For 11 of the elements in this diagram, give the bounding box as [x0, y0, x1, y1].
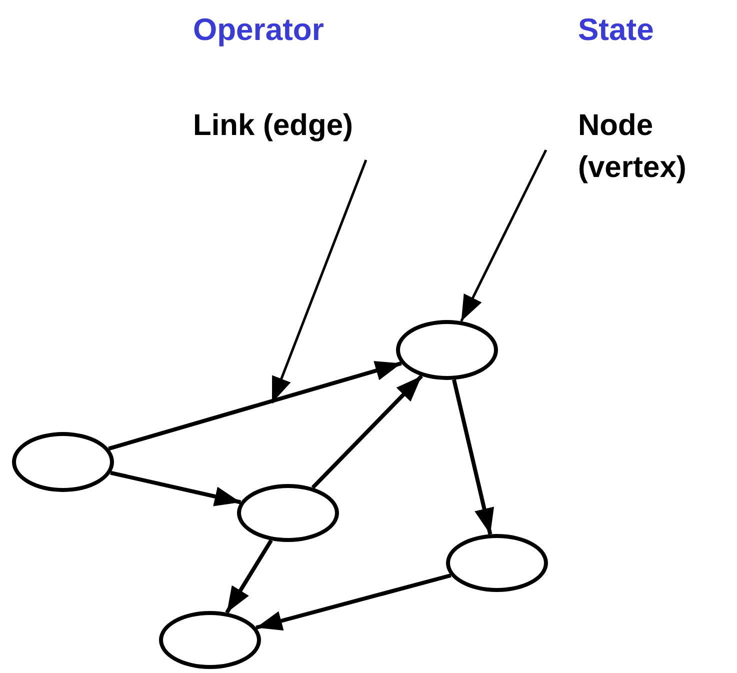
- heading-label: State: [578, 12, 654, 48]
- leader-line: [460, 149, 548, 322]
- heading-label: Operator: [193, 12, 324, 48]
- arrow: [452, 379, 494, 535]
- arrow: [225, 539, 273, 614]
- arrow: [110, 470, 242, 506]
- leader-line: [270, 160, 368, 404]
- node-label: Node (vertex): [577, 108, 688, 186]
- node-label: Link (edge): [192, 108, 354, 144]
- arrow: [256, 573, 452, 631]
- arrow: [108, 361, 402, 451]
